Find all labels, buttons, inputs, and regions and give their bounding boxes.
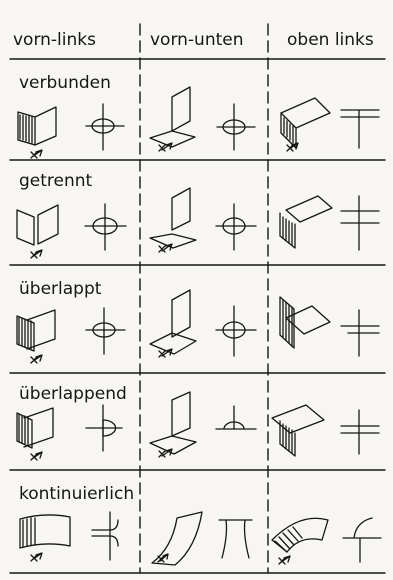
symbol-ueberlappend-oben-links [340, 409, 380, 455]
symbol-kontinuierlich-vorn-unten [218, 519, 253, 559]
sketch-verbunden-vorn-links [17, 106, 57, 159]
sketch-getrennt-oben-links [279, 195, 333, 249]
symbol-ueberlappt-vorn-links [85, 307, 126, 355]
symbol-getrennt-vorn-links [84, 203, 127, 251]
sketch-kontinuierlich-vorn-unten [151, 511, 203, 566]
row-label-getrennt: getrennt [19, 171, 93, 191]
sketch-kontinuierlich-vorn-links [19, 514, 71, 562]
sketch-ueberlappt-vorn-links [16, 309, 56, 364]
sketch-ueberlappend-vorn-unten [149, 391, 197, 458]
sketch-getrennt-vorn-links [16, 204, 59, 259]
symbol-ueberlappt-vorn-unten [215, 305, 257, 357]
row-label-ueberlappend: überlappend [19, 384, 127, 404]
row-label-verbunden: verbunden [19, 73, 111, 93]
row-label-ueberlappt: überlappt [19, 279, 102, 299]
column-header-oben-links: oben links [287, 30, 374, 50]
symbol-verbunden-vorn-unten [216, 103, 256, 151]
column-header-vorn-links: vorn-links [13, 30, 96, 50]
symbol-ueberlappend-vorn-links [85, 404, 123, 452]
row-label-kontinuierlich: kontinuierlich [19, 484, 135, 504]
sketch-verbunden-vorn-unten [149, 86, 196, 152]
symbol-getrennt-oben-links [340, 195, 380, 251]
sketch-verbunden-oben-links [280, 97, 331, 152]
sketch-ueberlappt-vorn-unten [149, 289, 197, 358]
symbol-kontinuierlich-vorn-links [91, 511, 119, 561]
symbol-kontinuierlich-oben-links [342, 517, 382, 563]
symbol-verbunden-oben-links [340, 109, 380, 149]
sketch-kontinuierlich-oben-links [271, 517, 329, 565]
sketch-ueberlappt-oben-links [279, 296, 331, 349]
symbol-getrennt-vorn-unten [215, 203, 257, 251]
column-header-vorn-unten: vorn-unten [150, 30, 244, 50]
sketch-ueberlappend-oben-links [271, 404, 325, 457]
symbol-ueberlappend-vorn-unten [215, 405, 257, 430]
sketch-ueberlappend-vorn-links [16, 407, 54, 461]
symbol-ueberlappt-oben-links [340, 309, 380, 357]
sketch-getrennt-vorn-unten [149, 187, 197, 253]
symbol-verbunden-vorn-links [85, 103, 125, 151]
